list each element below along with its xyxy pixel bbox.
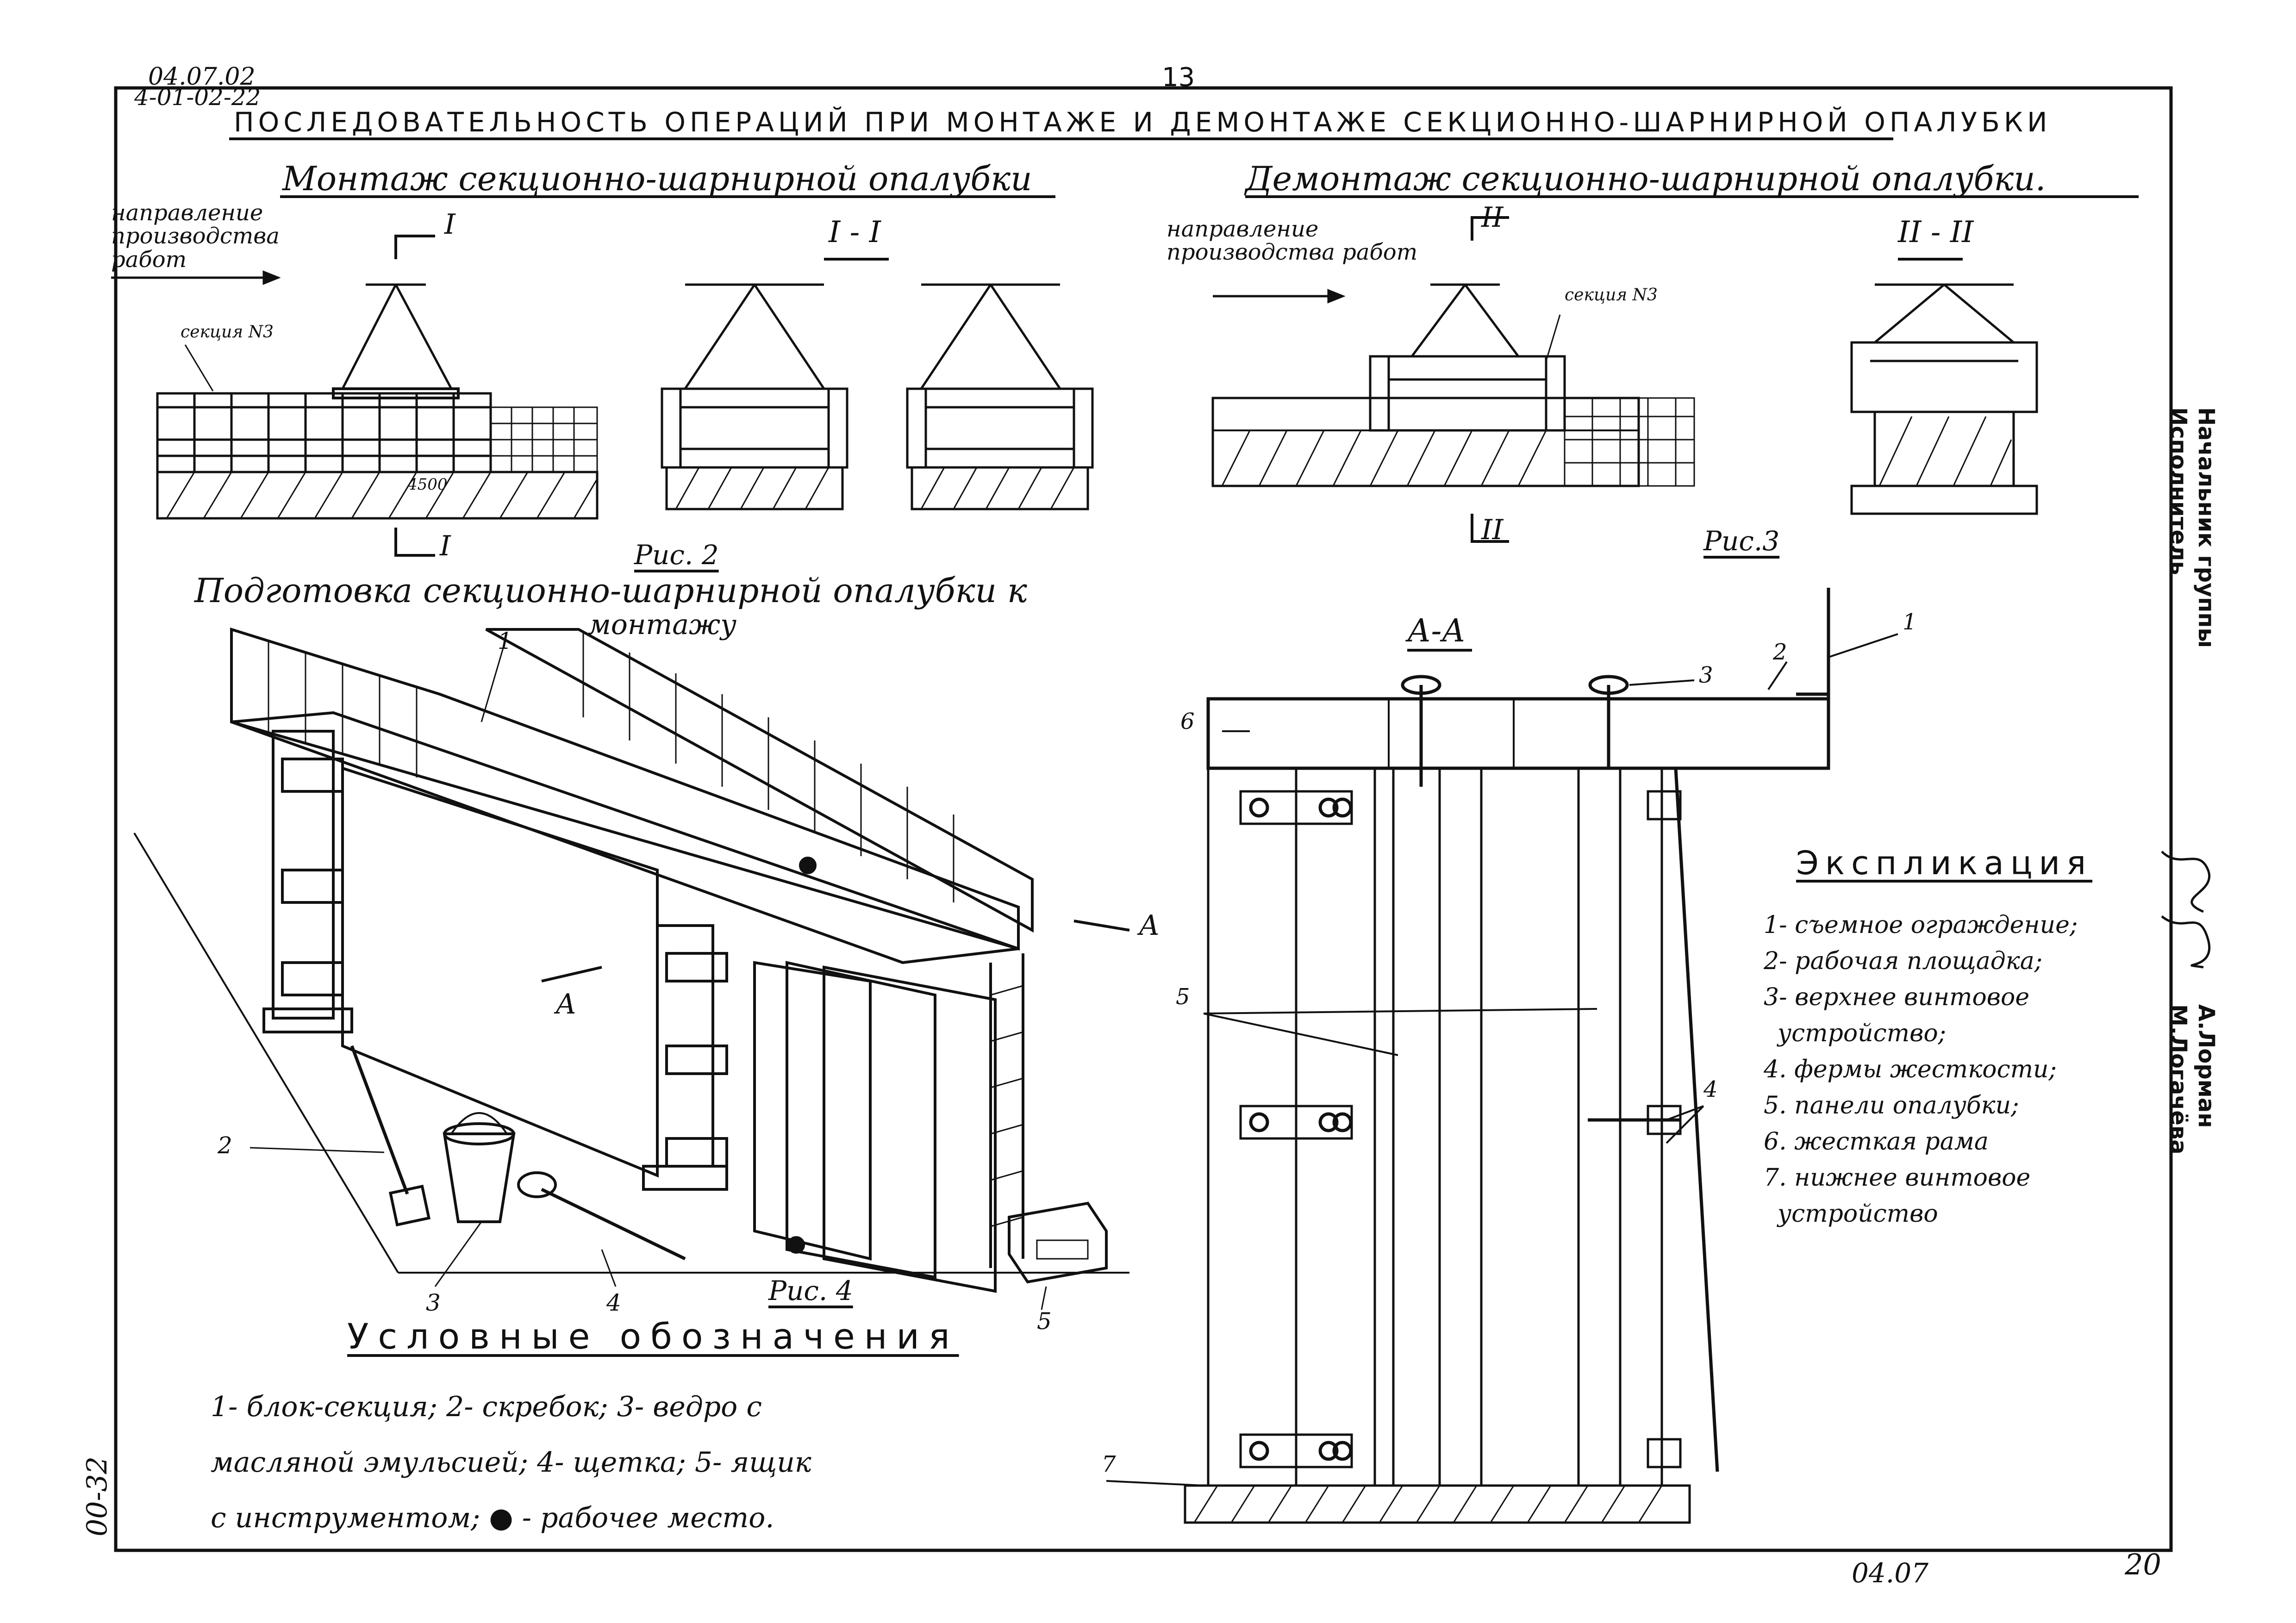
explication-item: устройство; bbox=[1778, 1020, 1947, 1047]
montage-elevation bbox=[111, 235, 599, 557]
section-aa-title: А-А bbox=[1407, 613, 1466, 649]
main-title: ПОСЛЕДОВАТЕЛЬНОСТЬ ОПЕРАЦИЙ ПРИ МОНТАЖЕ … bbox=[234, 106, 2052, 138]
demontage-title: Демонтаж секционно-шарнирной опалубки. bbox=[1245, 159, 2046, 198]
montage-direction-label: направление производства работ bbox=[111, 200, 280, 273]
section-ii-ii-title: II - II bbox=[1898, 215, 1974, 249]
section-i-i bbox=[661, 283, 1094, 510]
section-i-i-title: I - I bbox=[829, 215, 881, 249]
figure-caption-3: Рис.3 bbox=[1703, 525, 1780, 557]
aa-callout-3: 3 bbox=[1699, 662, 1713, 688]
explication-list: 1- съемное ограждение; 2- рабочая площад… bbox=[1764, 907, 2078, 1232]
prep-view-mark-left: А bbox=[555, 988, 577, 1020]
montage-dimension: 4500 bbox=[407, 475, 448, 494]
legend-line: с инструментом; ● - рабочее место. bbox=[211, 1502, 774, 1534]
prep-callout-2: 2 bbox=[218, 1132, 232, 1159]
explication-item: 1- съемное ограждение; bbox=[1764, 911, 2078, 939]
stamp-role2: Исполнитель bbox=[2165, 407, 2191, 575]
explication-item: 3- верхнее винтовое bbox=[1764, 983, 2030, 1011]
explication-title: Экспликация bbox=[1796, 844, 2093, 882]
prep-view-mark-right: А bbox=[1139, 909, 1160, 942]
prep-callout-5: 5 bbox=[1037, 1308, 1052, 1335]
aa-callout-7: 7 bbox=[1102, 1451, 1116, 1477]
section-ii-ii bbox=[1850, 283, 2038, 515]
legend-line: 1- блок-секция; 2- скребок; 3- ведро с bbox=[211, 1391, 762, 1423]
montage-section-label: секция N3 bbox=[181, 323, 274, 342]
explication-item: 6. жесткая рама bbox=[1764, 1128, 1989, 1156]
figure-caption-2: Рис. 2 bbox=[634, 539, 719, 571]
sheet-frame bbox=[114, 86, 2173, 1552]
explication-item: устройство bbox=[1778, 1200, 1938, 1228]
aa-callout-4: 4 bbox=[1703, 1076, 1718, 1102]
montage-title: Монтаж секционно-шарнирной опалубки bbox=[282, 159, 1032, 198]
legend-title: Условные обозначения bbox=[347, 1316, 959, 1357]
demontage-cut-mark-top: II bbox=[1481, 201, 1504, 234]
demontage-direction-label: направление производства работ bbox=[1167, 216, 1418, 266]
sheet-series: 4-01-02-22 bbox=[134, 84, 261, 111]
figure-caption-4: Рис. 4 bbox=[768, 1275, 853, 1306]
signatures bbox=[2161, 851, 2210, 969]
explication-item: 4. фермы жесткости; bbox=[1764, 1056, 2057, 1083]
prep-callout-1: 1 bbox=[498, 628, 512, 654]
section-aa-drawing bbox=[1106, 588, 1898, 1524]
bottom-number: 20 bbox=[2125, 1548, 2161, 1581]
sheet-code-top: 04.07.02 bbox=[148, 63, 256, 91]
demontage-cut-mark-bottom: II bbox=[1481, 514, 1504, 546]
stamp-role: Начальник группы bbox=[2193, 407, 2219, 648]
stamp-name-1: А.Лорман bbox=[2193, 1004, 2219, 1128]
demontage-section-label: секция N3 bbox=[1565, 286, 1658, 305]
legend-text: 1- блок-секция; 2- скребок; 3- ведро с м… bbox=[211, 1379, 811, 1546]
bottom-code: 04.07 bbox=[1852, 1557, 1929, 1589]
demontage-elevation bbox=[1211, 216, 1695, 543]
prep-callout-4: 4 bbox=[606, 1289, 621, 1316]
explication-item: 7. нижнее винтовое bbox=[1764, 1164, 2031, 1192]
title-underlines bbox=[229, 137, 2139, 261]
montage-cut-mark-bottom: I bbox=[440, 530, 451, 562]
montage-cut-mark-top: I bbox=[444, 208, 455, 241]
left-margin-code: 00-32 bbox=[81, 1456, 113, 1536]
explication-item: 5. панели опалубки; bbox=[1764, 1092, 2019, 1119]
aa-callout-6: 6 bbox=[1180, 709, 1195, 734]
explication-item: 2- рабочая площадка; bbox=[1764, 947, 2043, 975]
aa-callout-1: 1 bbox=[1903, 609, 1917, 635]
stamp-name-2: М.Логачёва bbox=[2165, 1004, 2191, 1155]
prep-callout-3: 3 bbox=[426, 1289, 441, 1316]
aa-callout-2: 2 bbox=[1773, 639, 1787, 665]
preparation-title-line2: монтажу bbox=[588, 609, 737, 641]
legend-line: масляной эмульсией; 4- щетка; 5- ящик bbox=[211, 1446, 811, 1479]
preparation-isometric bbox=[133, 627, 1130, 1310]
preparation-title-line1: Подготовка секционно-шарнирной опалубки … bbox=[194, 571, 1027, 610]
aa-callout-5: 5 bbox=[1176, 984, 1190, 1010]
page-number: 13 bbox=[1162, 62, 1195, 93]
